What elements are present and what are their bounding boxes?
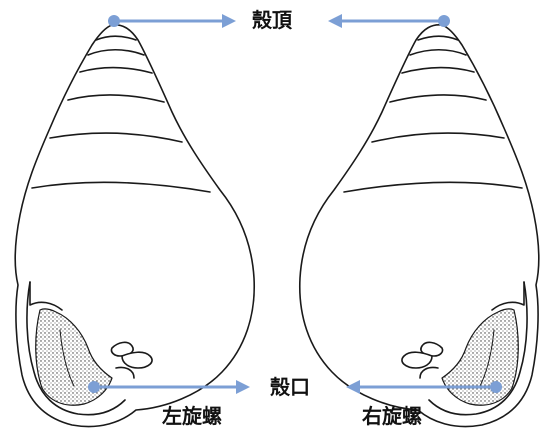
- left-coiled-label: 左旋螺: [162, 406, 222, 426]
- apex-pointer-left: [108, 14, 236, 28]
- right-coiled-label: 右旋螺: [362, 406, 422, 426]
- apex-label: 殼頂: [252, 10, 292, 30]
- right-shell: [300, 25, 539, 427]
- left-shell: [15, 25, 254, 427]
- aperture-label: 殼口: [270, 377, 310, 397]
